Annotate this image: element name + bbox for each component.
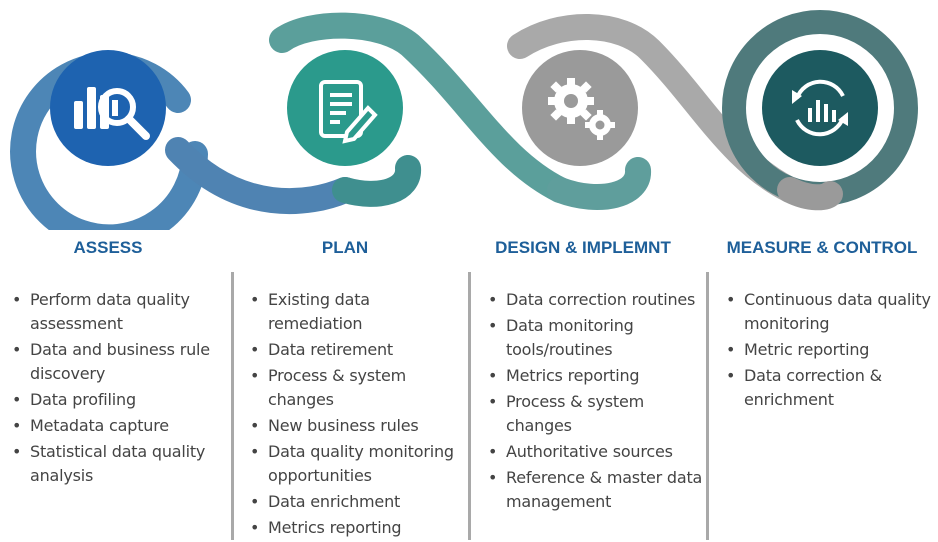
list-item: Process & system changes bbox=[488, 390, 703, 438]
list-item: Existing data remediation bbox=[250, 288, 460, 336]
list-item: Data monitoring tools/routines bbox=[488, 314, 703, 362]
list-item: Metric reporting bbox=[726, 338, 934, 362]
list-item: Reference & master data management bbox=[488, 466, 703, 514]
list-item: New business rules bbox=[250, 414, 460, 438]
list-item: Data correction & enrichment bbox=[726, 364, 934, 412]
list-item: Process & system changes bbox=[250, 364, 460, 412]
refresh-chart-icon bbox=[792, 79, 848, 137]
gears-icon bbox=[548, 78, 615, 140]
list-item: Authoritative sources bbox=[488, 440, 703, 464]
stage-title-measure: MEASURE & CONTROL bbox=[726, 238, 918, 257]
list-item: Statistical data quality analysis bbox=[12, 440, 222, 488]
list-item: Metrics reporting bbox=[488, 364, 703, 388]
list-item: Continuous data quality monitoring bbox=[726, 288, 934, 336]
list-item: Metrics reporting bbox=[250, 516, 460, 540]
stage-title-assess: ASSESS bbox=[73, 238, 143, 257]
measure-list: Continuous data quality monitoring Metri… bbox=[726, 288, 934, 414]
list-item: Data quality monitoring opportunities bbox=[250, 440, 460, 488]
document-pencil-icon bbox=[319, 80, 378, 144]
design-bottom-connector bbox=[547, 157, 651, 210]
measure-bottom-connector bbox=[777, 177, 843, 211]
stage-title-plan: PLAN bbox=[321, 238, 369, 257]
bar-chart-magnifier-icon bbox=[74, 87, 150, 140]
design-list: Data correction routines Data monitoring… bbox=[488, 288, 703, 516]
list-item: Data correction routines bbox=[488, 288, 703, 312]
assess-plan-connector bbox=[165, 137, 358, 215]
column-divider bbox=[706, 272, 709, 540]
plan-list: Existing data remediation Data retiremen… bbox=[250, 288, 460, 542]
list-item: Data profiling bbox=[12, 388, 222, 412]
assess-list: Perform data quality assessment Data and… bbox=[12, 288, 222, 490]
column-divider bbox=[468, 272, 471, 540]
column-divider bbox=[231, 272, 234, 540]
plan-ring bbox=[269, 12, 573, 203]
list-item: Data and business rule discovery bbox=[12, 338, 222, 386]
list-item: Perform data quality assessment bbox=[12, 288, 222, 336]
stage-title-design: DESIGN & IMPLEMNT bbox=[495, 238, 671, 257]
list-item: Data retirement bbox=[250, 338, 460, 362]
list-item: Metadata capture bbox=[12, 414, 222, 438]
process-wave bbox=[10, 10, 918, 230]
plan-design-connector bbox=[332, 155, 421, 207]
plan-circle bbox=[287, 50, 403, 166]
list-item: Data enrichment bbox=[250, 490, 460, 514]
